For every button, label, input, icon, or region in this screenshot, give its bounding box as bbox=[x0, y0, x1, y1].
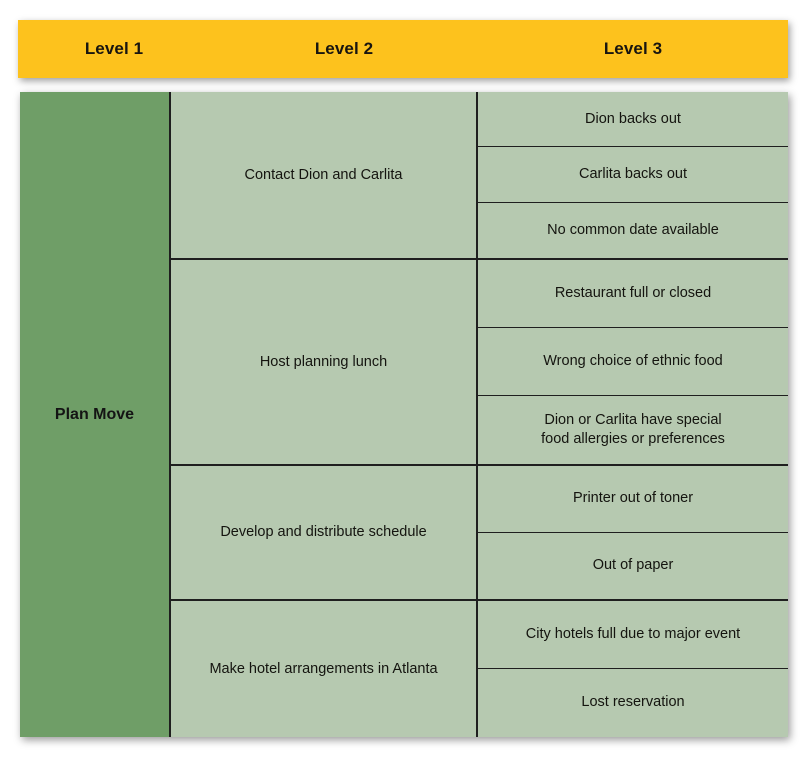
level2-label: Contact Dion and Carlita bbox=[244, 166, 403, 183]
level3-cell: Carlita backs out bbox=[478, 147, 788, 203]
level3-label: Wrong choice of ethnic food bbox=[543, 352, 723, 369]
level3-stack: Restaurant full or closed Wrong choice o… bbox=[478, 260, 788, 464]
group-row: Make hotel arrangements in Atlanta City … bbox=[171, 601, 788, 737]
level1-label: Plan Move bbox=[54, 405, 135, 423]
level3-cell: Out of paper bbox=[478, 532, 788, 599]
level3-stack: Printer out of toner Out of paper bbox=[478, 466, 788, 599]
level3-label: Dion backs out bbox=[585, 110, 681, 127]
level3-cell: Restaurant full or closed bbox=[478, 260, 788, 328]
level3-cell: Lost reservation bbox=[478, 669, 788, 737]
level3-stack: Dion backs out Carlita backs out No comm… bbox=[478, 92, 788, 258]
level3-cell: No common date available bbox=[478, 202, 788, 258]
header-label-level-2: Level 2 bbox=[314, 39, 374, 58]
level3-label: Carlita backs out bbox=[579, 165, 687, 182]
level2-label: Develop and distribute schedule bbox=[220, 524, 427, 541]
level3-stack: City hotels full due to major event Lost… bbox=[478, 601, 788, 737]
level2-label: Host planning lunch bbox=[259, 353, 388, 370]
header-label-level-3: Level 3 bbox=[603, 39, 663, 58]
level2-cell: Develop and distribute schedule bbox=[171, 466, 478, 599]
header-label-level-1: Level 1 bbox=[84, 39, 144, 58]
level-header-bar: Level 1 Level 2 Level 3 bbox=[18, 20, 788, 78]
level2-label: Make hotel arrangements in Atlanta bbox=[209, 660, 438, 677]
level3-label: Restaurant full or closed bbox=[554, 284, 712, 301]
level2-cell: Host planning lunch bbox=[171, 260, 478, 464]
level3-label: Out of paper bbox=[592, 557, 674, 574]
level2-cell: Make hotel arrangements in Atlanta bbox=[171, 601, 478, 737]
level3-cell: Wrong choice of ethnic food bbox=[478, 327, 788, 396]
group-row: Develop and distribute schedule Printer … bbox=[171, 466, 788, 601]
level2-cell: Contact Dion and Carlita bbox=[171, 92, 478, 258]
group-row: Contact Dion and Carlita Dion backs out … bbox=[171, 92, 788, 260]
level3-label: Lost reservation bbox=[581, 694, 685, 711]
level3-cell: City hotels full due to major event bbox=[478, 601, 788, 669]
level3-label: City hotels full due to major event bbox=[525, 625, 741, 642]
level3-cell: Printer out of toner bbox=[478, 466, 788, 533]
level3-label: No common date available bbox=[547, 221, 719, 238]
level3-cell: Dion backs out bbox=[478, 92, 788, 148]
level3-label: Printer out of toner bbox=[572, 490, 694, 507]
level1-cell-plan-move: Plan Move bbox=[20, 92, 171, 737]
risk-breakdown-matrix: Plan Move Contact Dion and Carlita Dion … bbox=[20, 92, 788, 737]
group-row: Host planning lunch Restaurant full or c… bbox=[171, 260, 788, 466]
